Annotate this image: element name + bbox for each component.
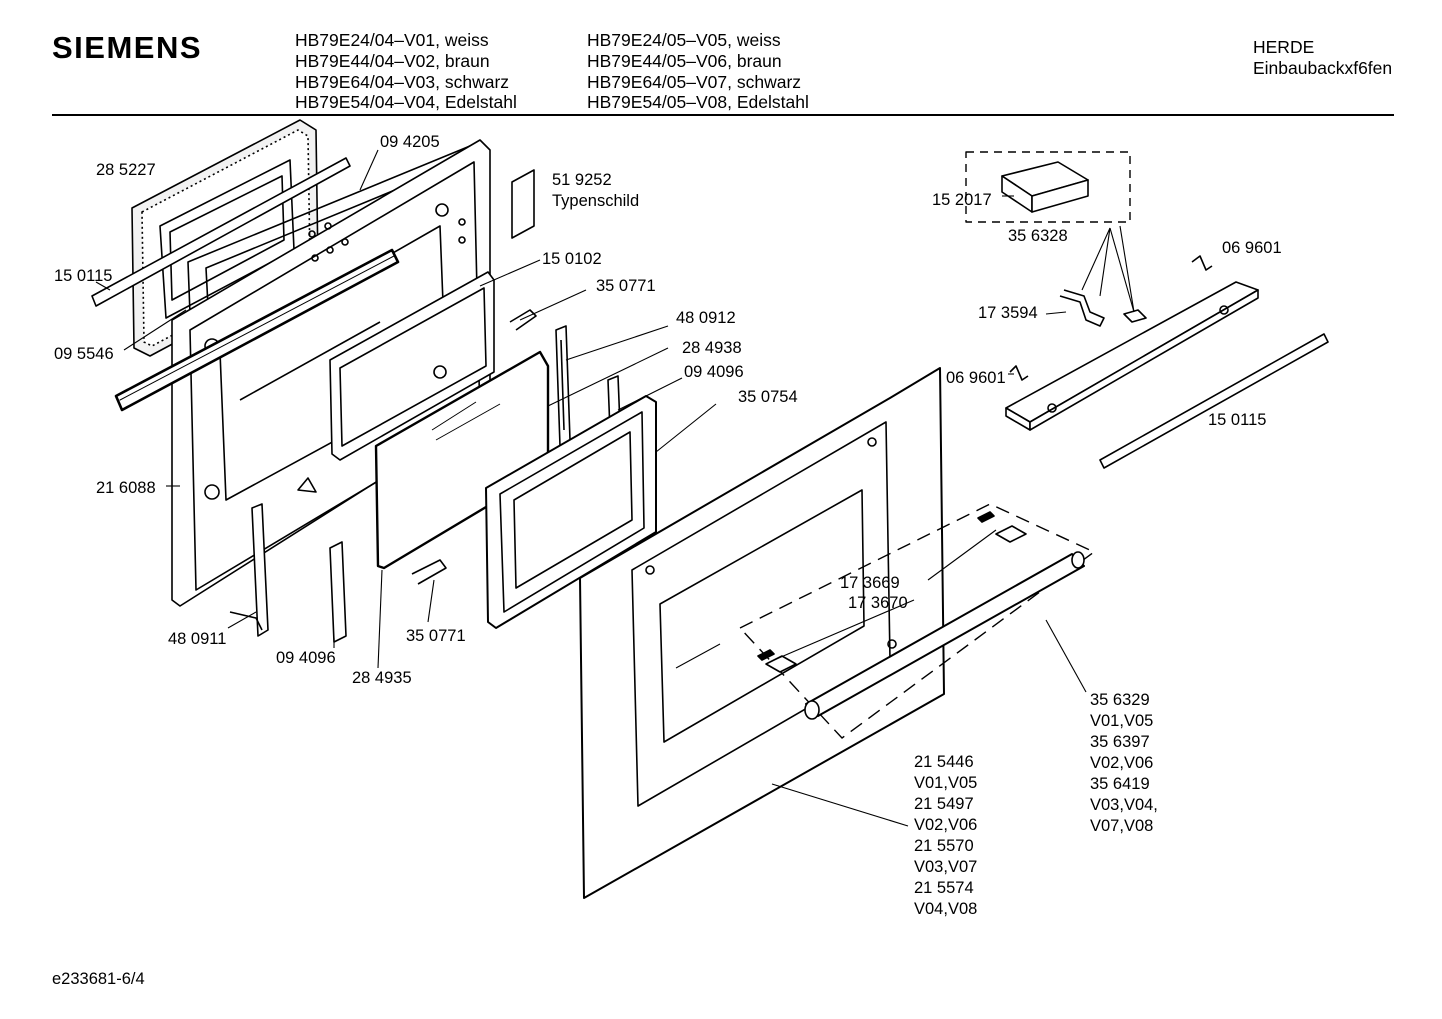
part-label: 35 6328: [1008, 227, 1068, 245]
model-line: HB79E24/05–V05, weiss: [587, 30, 781, 50]
trim-strip-left-part: [92, 158, 350, 306]
part-label: 35 0771: [596, 277, 656, 295]
model-line: HB79E44/04–V02, braun: [295, 50, 490, 71]
category: HERDE Einbaubackxf6fen: [1253, 37, 1392, 79]
model-line: HB79E54/05–V08, Edelstahl: [587, 92, 809, 113]
variant-line: 35 6329: [1090, 691, 1150, 709]
part-label: 48 0911: [168, 630, 227, 648]
part-label: 06 9601: [946, 369, 1006, 387]
variant-line: V01,V05: [914, 774, 978, 792]
part-label: 15 2017: [932, 191, 992, 209]
model-line: HB79E54/04–V04, Edelstahl: [295, 92, 517, 113]
rail-bottom-part: [330, 542, 346, 642]
part-label: Typenschild: [552, 192, 640, 210]
model-list-04: HB79E24/04–V01, weiss HB79E44/04–V02, br…: [295, 30, 517, 113]
clip-bottom-part: [412, 560, 446, 584]
variant-line: V07,V08: [1090, 817, 1154, 835]
variant-line: V04,V08: [914, 900, 978, 918]
part-label: 17 3670: [848, 594, 908, 612]
handle-rail-part: [1006, 282, 1258, 430]
part-label: 28 4935: [352, 669, 412, 687]
outer-trim-frame-part: [486, 396, 656, 628]
hinge-bottom-part: [230, 504, 268, 636]
variant-line: V03,V07: [914, 858, 978, 876]
part-label: 15 0115: [1208, 411, 1267, 429]
part-label: 21 6088: [96, 479, 156, 497]
category-line-1: HERDE: [1253, 37, 1315, 57]
header-divider: [52, 114, 1394, 116]
model-line: HB79E44/05–V06, braun: [587, 50, 782, 71]
variant-line: 21 5446: [914, 753, 974, 771]
model-line: HB79E64/04–V03, schwarz: [295, 71, 510, 92]
part-label: 09 4096: [276, 649, 336, 667]
variant-line: V01,V05: [1090, 712, 1154, 730]
rear-seal-frame-part: [132, 120, 318, 356]
clip-top-part: [510, 310, 536, 330]
part-label: 15 0102: [542, 250, 602, 268]
variant-line: V03,V04,: [1090, 796, 1158, 814]
handle-end-caps-part: [758, 512, 1026, 672]
door-handle-part: [805, 552, 1084, 719]
variant-line: 35 6397: [1090, 733, 1150, 751]
part-label: 06 9601: [1222, 239, 1282, 257]
document-id: e233681-6/4: [52, 970, 145, 988]
handle-bracket-set-outline: [966, 152, 1130, 222]
part-label: 48 0912: [676, 309, 736, 327]
variant-line: 21 5570: [914, 837, 974, 855]
variant-line: V02,V06: [914, 816, 978, 834]
variant-line: 21 5497: [914, 795, 974, 813]
part-label: 35 0771: [406, 627, 466, 645]
part-label: 09 4096: [684, 363, 744, 381]
clip-069601-left-part: [1010, 366, 1028, 380]
part-label: 09 5546: [54, 345, 114, 363]
model-list-05: HB79E24/05–V05, weiss HB79E44/05–V06, br…: [587, 30, 809, 113]
trim-strip-right-part: [1100, 334, 1328, 468]
gasket-strip-part: [116, 250, 398, 410]
hinge-rail-top-part: [556, 326, 570, 446]
type-plate-part: [512, 170, 534, 238]
pad-block-part: [1002, 162, 1088, 212]
clip-069601-right-part: [1192, 256, 1212, 270]
part-label: 09 4205: [380, 133, 440, 151]
handle-variant-list: 35 6329 V01,V05 35 6397 V02,V06 35 6419 …: [1090, 690, 1158, 837]
variant-line: 21 5574: [914, 879, 974, 897]
glass-variant-list: 21 5446 V01,V05 21 5497 V02,V06 21 5570 …: [914, 752, 977, 920]
model-line: HB79E24/04–V01, weiss: [295, 30, 489, 50]
variant-line: 35 6419: [1090, 775, 1150, 793]
brand-logo: SIEMENS: [52, 30, 203, 65]
part-label: 17 3594: [978, 304, 1038, 322]
variant-line: V02,V06: [1090, 754, 1154, 772]
leader-lines: [96, 150, 1134, 826]
handle-assembly-outline: [740, 504, 1094, 738]
glass-holder-frame-part: [330, 272, 494, 460]
outer-door-glass-part: [580, 368, 944, 898]
part-label: 35 0754: [738, 388, 798, 406]
part-label: 17 3669: [840, 574, 900, 592]
model-line: HB79E64/05–V07, schwarz: [587, 71, 802, 92]
category-line-2: Einbaubackxf6fen: [1253, 57, 1393, 78]
part-label: 28 4938: [682, 339, 742, 357]
part-label: 51 9252: [552, 171, 612, 189]
part-label: 28 5227: [96, 161, 156, 179]
part-label: 15 0115: [54, 267, 113, 285]
